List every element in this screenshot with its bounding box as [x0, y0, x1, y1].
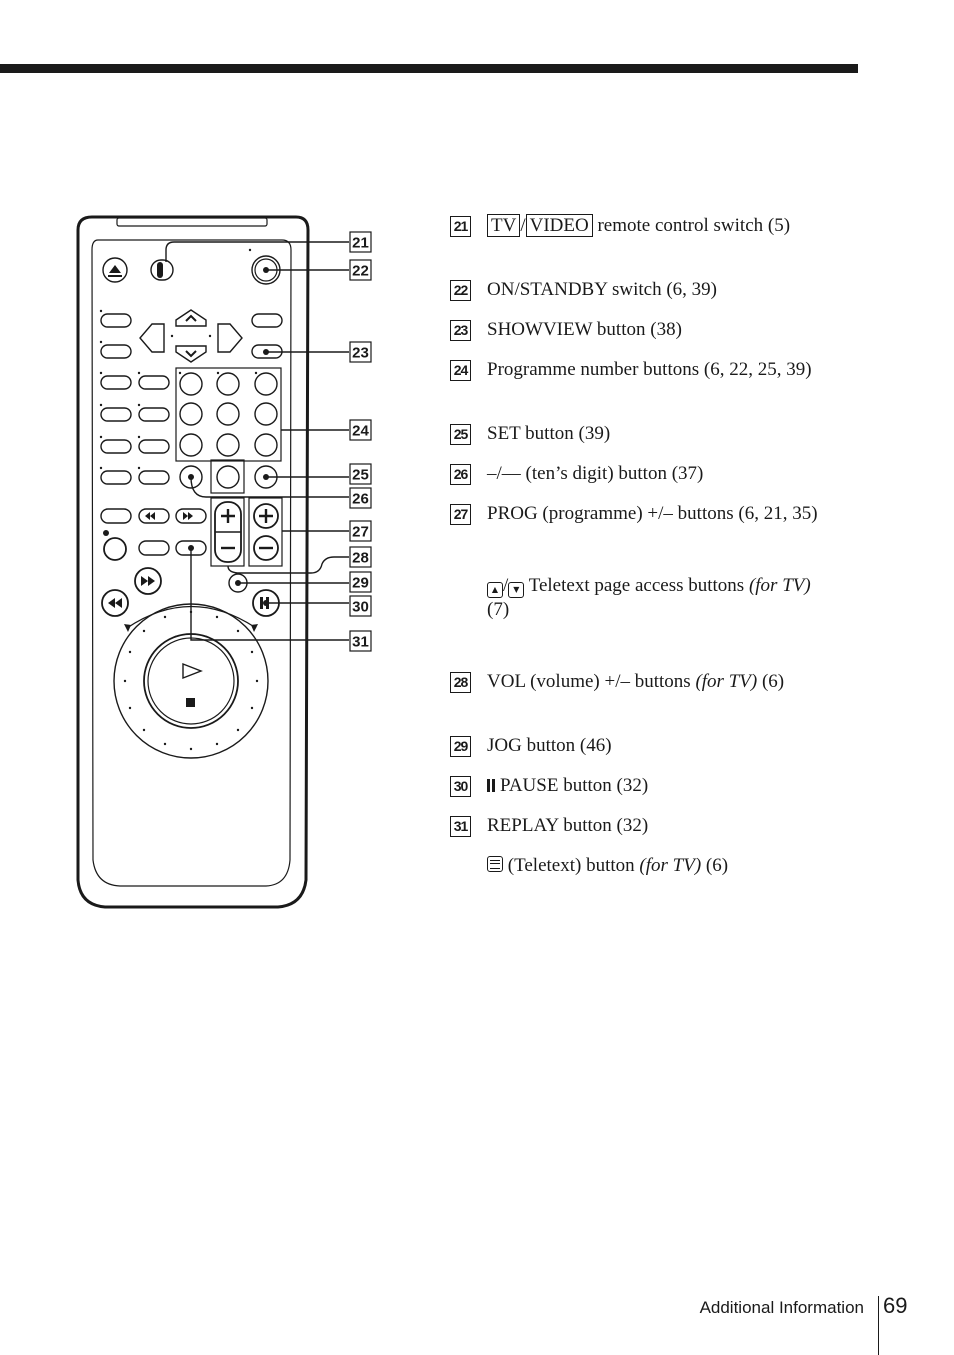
item-number: 21: [450, 216, 471, 237]
figure-label-24: 24: [352, 423, 369, 440]
figure-label-28: 28: [352, 550, 369, 567]
item-text: remote control switch (5): [592, 215, 791, 236]
figure-label-22: 22: [352, 263, 369, 280]
figure-label-30: 30: [352, 599, 369, 616]
pause-icon: [487, 779, 490, 792]
section-label: Additional Information: [699, 1298, 864, 1317]
figure-label-29: 29: [352, 575, 369, 592]
teletext-page-up-icon: ▲: [487, 582, 503, 598]
teletext-page-down-icon: ▼: [508, 582, 525, 598]
remote-control-illustration: 21 22 23 24 25 26 27 28 29 30 31: [76, 215, 372, 909]
figure-label-25: 25: [352, 467, 369, 484]
figure-label-26: 26: [352, 491, 369, 508]
figure-label-31: 31: [352, 634, 369, 651]
teletext-icon: [487, 856, 503, 872]
video-label: VIDEO: [525, 214, 593, 237]
figure-label-21: 21: [352, 235, 369, 252]
top-rule: [0, 64, 858, 73]
figure-label-27: 27: [352, 524, 369, 541]
page-number: 69: [883, 1293, 908, 1318]
tv-label: TV: [487, 214, 521, 237]
figure-label-23: 23: [352, 345, 369, 362]
figure-labels: 21 22 23 24 25 26 27 28 29 30 31: [349, 231, 372, 652]
footer-divider: [878, 1296, 879, 1355]
